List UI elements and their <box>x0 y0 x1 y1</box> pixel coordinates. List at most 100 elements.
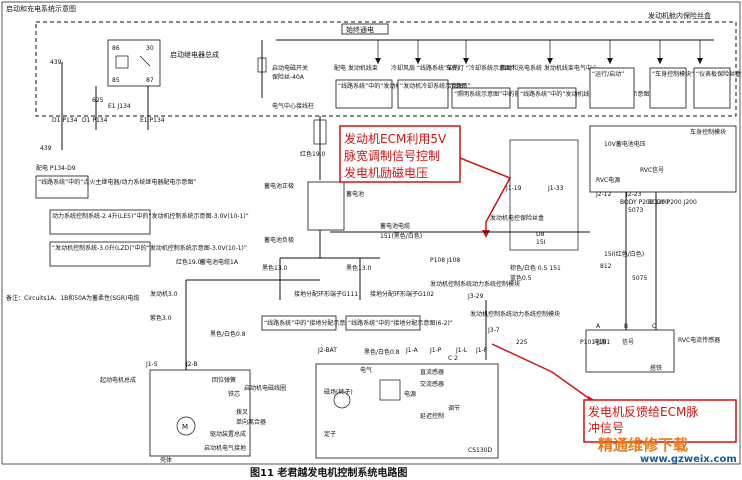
svg-text:棕色/白色 0.5 151: 棕色/白色 0.5 151 <box>510 264 561 272</box>
callout-ecm-pwm: 发动机ECM利用5V 脉宽调制信号控制 发电机励磁电压 <box>339 125 512 238</box>
svg-text:黑色/白色0.8: 黑色/白色0.8 <box>210 330 246 338</box>
svg-text:“线路系统”中的“发动机线束保险丝盒配电示意图”: “线路系统”中的“发动机线束保险丝盒配电示意图” <box>520 90 652 98</box>
svg-text:“线路系统”中的“点火主继电器/动力系统继电器配电示意图”: “线路系统”中的“点火主继电器/动力系统继电器配电示意图” <box>38 178 196 186</box>
fuse-drops <box>375 40 703 64</box>
svg-text:发动机ECM利用5V: 发动机ECM利用5V <box>344 131 447 146</box>
top-fuse-boxes: 配电 发动机线束 冷却风扇 “线路系统”中的 车外灯 “冷却系统示意图” 启动和… <box>334 64 742 109</box>
svg-text:“发动机控制系统-3.0升(LZD)”中的“发动机控制系统示: “发动机控制系统-3.0升(LZD)”中的“发动机控制系统示意图-3.0V(10… <box>52 244 247 252</box>
svg-text:电源: 电源 <box>404 390 416 398</box>
fuse-40a: 启动电磁开关 保险丝-40A 电气中心接线柱 <box>257 40 314 110</box>
svg-text:J1-A: J1-A <box>405 347 419 354</box>
svg-text:配电 发动机线束: 配电 发动机线束 <box>334 64 378 72</box>
figure-caption: 图11 老君越发电机控制系统电路图 <box>250 466 407 479</box>
svg-text:J2-B: J2-B <box>185 361 198 368</box>
generator: CS130D J2-BAT J1-A J1-P J1-L J1-F 电气 磁场(… <box>315 347 499 459</box>
svg-text:红色19.0: 红色19.0 <box>300 150 326 158</box>
svg-text:蓄电池负极: 蓄电池负极 <box>264 236 294 244</box>
svg-text:E1 P134: E1 P134 <box>140 117 165 124</box>
fuse-box-outline <box>35 21 737 117</box>
svg-text:接地分配环形端子G102: 接地分配环形端子G102 <box>370 290 434 298</box>
svg-text:P101 J101: P101 J101 <box>580 339 610 346</box>
start-relay: 86 30 85 87 启动继电器总成 <box>107 39 219 87</box>
svg-text:精通维修下载: 精通维修下载 <box>598 436 688 454</box>
svg-text:单向离合器: 单向离合器 <box>236 418 266 426</box>
svg-text:225: 225 <box>516 339 528 346</box>
svg-text:J1-33: J1-33 <box>547 185 564 192</box>
ecm-control: 发动机控制系统动力系统控制模块 发动机控制系统动力系统控制模块 J3-29 J3… <box>430 280 560 360</box>
svg-text:铁芯: 铁芯 <box>228 390 240 398</box>
svg-text:85: 85 <box>112 77 120 84</box>
svg-text:蓄电池电缆: 蓄电池电缆 <box>380 222 410 230</box>
svg-text:搭铁: 搭铁 <box>650 364 662 372</box>
svg-text:CS130D: CS130D <box>468 447 492 454</box>
always-hot-label: 始终通电 <box>346 25 374 34</box>
svg-text:回位弹簧: 回位弹簧 <box>212 376 236 384</box>
svg-text:5075: 5075 <box>632 275 647 282</box>
svg-text:30: 30 <box>146 45 154 52</box>
svg-text:www.gzweix.com: www.gzweix.com <box>640 454 737 465</box>
svg-text:紫色3.0: 紫色3.0 <box>150 314 172 322</box>
svg-text:“照明系统示意图”中的前照灯: “照明系统示意图”中的前照灯 <box>454 90 532 98</box>
svg-text:C 2: C 2 <box>448 355 458 362</box>
svg-text:启动机电气接地: 启动机电气接地 <box>204 444 246 452</box>
wire-labels-left: 红色19.0 蓄电池电缆1A 发动机3.0 黑色/白色0.8 紫色3.0 <box>150 258 246 338</box>
note-bottom-left: 备注：Circuits1A、1B和50A为蓄柔性(SGR)电缆 <box>6 294 139 302</box>
svg-text:5073: 5073 <box>628 207 643 214</box>
svg-text:439: 439 <box>40 145 52 152</box>
diagram-frame <box>1 1 741 465</box>
svg-text:625: 625 <box>92 97 104 104</box>
svg-text:“发动机冷却系统示意图”: “发动机冷却系统示意图” <box>400 82 466 90</box>
svg-text:D8: D8 <box>536 231 545 238</box>
svg-text:BODY P200 J200: BODY P200 J200 <box>620 199 669 206</box>
svg-text:车外灯 “冷却系统示意图”: 车外灯 “冷却系统示意图” <box>446 64 514 72</box>
svg-text:接地分配环形端子G111: 接地分配环形端子G111 <box>294 290 358 298</box>
svg-text:J1-F: J1-F <box>475 347 488 354</box>
svg-text:电气: 电气 <box>360 366 372 374</box>
ecm-fuse: 发动机电控保险丝盒 J1-19 J1-33 D8 15I 棕色/白色 0.5 1… <box>490 139 579 282</box>
svg-text:“运行/启动”: “运行/启动” <box>592 70 624 78</box>
svg-text:J2-12: J2-12 <box>595 191 612 198</box>
svg-text:15I(红色/白色): 15I(红色/白色) <box>604 250 644 258</box>
svg-text:红色19.0: 红色19.0 <box>176 258 202 266</box>
title-top-right: 发动机舱内保险丝盒 <box>648 11 711 20</box>
svg-text:启动电磁开关: 启动电磁开关 <box>272 64 308 72</box>
rvc-sensor: A B C 电源 信号 搭铁 RVC电流传感器 <box>585 323 720 373</box>
svg-text:J2-BAT: J2-BAT <box>317 347 337 354</box>
svg-text:发动机电控保险丝盒: 发动机电控保险丝盒 <box>490 214 544 222</box>
svg-text:BODY P200 J200: BODY P200 J200 <box>648 199 697 206</box>
svg-text:延迟控制: 延迟控制 <box>420 412 444 420</box>
svg-text:发动机3.0: 发动机3.0 <box>150 290 178 298</box>
svg-text:黑色/白色0.8: 黑色/白色0.8 <box>364 348 400 356</box>
svg-text:发电机励磁电压: 发电机励磁电压 <box>344 165 428 180</box>
svg-text:信号: 信号 <box>622 338 634 346</box>
svg-text:A: A <box>596 323 601 330</box>
svg-text:蓄电池电缆1A: 蓄电池电缆1A <box>200 258 239 266</box>
callout-generator-feedback: 发电机反馈给ECM脉 冲信号 <box>491 343 737 443</box>
svg-text:D1 P134: D1 P134 <box>82 117 108 124</box>
svg-text:439: 439 <box>50 59 62 66</box>
svg-text:电源: 电源 <box>594 338 606 346</box>
svg-text:脉宽调制信号控制: 脉宽调制信号控制 <box>344 148 440 163</box>
svg-text:起动电机总成: 起动电机总成 <box>100 376 136 384</box>
svg-text:87: 87 <box>146 77 154 84</box>
svg-text:“线路系统”中的“接地分配示意图(6-1)”: “线路系统”中的“接地分配示意图(6-1)” <box>264 319 369 327</box>
svg-text:磁场(转子): 磁场(转子) <box>324 388 353 396</box>
svg-text:蓝色0.5: 蓝色0.5 <box>510 274 532 282</box>
svg-text:保险丝-40A: 保险丝-40A <box>272 73 305 81</box>
svg-text:定子: 定子 <box>324 430 336 438</box>
svg-text:B: B <box>624 323 628 330</box>
svg-text:启动和充电系统 发动机线束电气中心: 启动和充电系统 发动机线束电气中心 <box>500 64 598 72</box>
svg-text:J3-29: J3-29 <box>467 293 484 300</box>
svg-text:黑色13.0: 黑色13.0 <box>262 264 288 272</box>
svg-text:驱动装置总成: 驱动装置总成 <box>210 430 246 438</box>
misc-wire-labels: P101 J101 P108 J108 蓄电池电缆 151(黑色/白色) 15I… <box>330 207 647 362</box>
svg-text:拨叉: 拨叉 <box>236 408 248 416</box>
svg-text:启动机电磁线圈: 启动机电磁线圈 <box>244 384 286 392</box>
svg-text:冷却风扇 “线路系统”中的: 冷却风扇 “线路系统”中的 <box>391 64 459 72</box>
svg-text:J1-19: J1-19 <box>505 185 522 192</box>
svg-text:发电机反馈给ECM脉: 发电机反馈给ECM脉 <box>588 404 698 419</box>
left-connectors: 439 625 D1 P134 D1 P134 E1 J134 E1 P134 … <box>35 59 249 267</box>
battery: 蓄电池正极 蓄电池负极 蓄电池 红色19.0 <box>264 116 364 258</box>
svg-text:蓄电池正极: 蓄电池正极 <box>264 182 294 190</box>
